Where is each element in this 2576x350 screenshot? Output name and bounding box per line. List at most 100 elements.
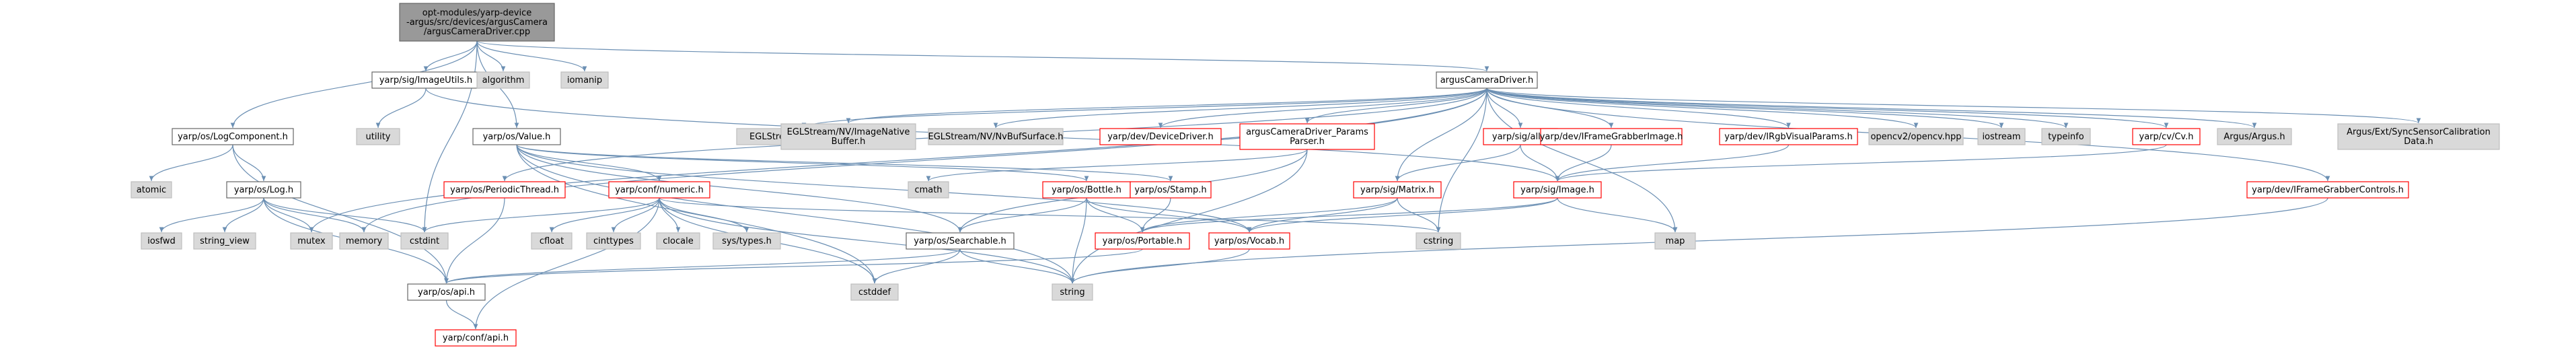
node-string_view: string_view: [193, 232, 256, 250]
node-box: [141, 232, 182, 250]
edge-matrix-to-cstring: [1397, 197, 1441, 233]
edge-log-to-cstdint: [263, 197, 427, 233]
edge-driverh-to-cstring: [1436, 88, 1487, 233]
node-label: yarp/os/Stamp.h: [1134, 185, 1206, 195]
node-box: [371, 71, 480, 89]
node-box: [1868, 128, 1964, 145]
node-label: yarp/os/LogComponent.h: [178, 132, 288, 142]
edge-driverh-to-matrix: [1395, 88, 1487, 182]
node-label: yarp/sig/all.h: [1492, 132, 1549, 142]
node-label: cinttypes: [593, 236, 634, 246]
node-driverh[interactable]: argusCameraDriver.h: [1436, 71, 1538, 89]
node-image[interactable]: yarp/sig/Image.h: [1513, 181, 1602, 199]
edge-periodicthread-to-api: [444, 197, 505, 284]
node-label: yarp/cv/Cv.h: [2139, 132, 2194, 142]
node-box: [712, 232, 781, 250]
edge-numeric-to-cfloat: [549, 197, 660, 233]
edge-imageutils-to-utility: [375, 88, 427, 129]
node-box: [1130, 181, 1212, 199]
node-box: [586, 232, 641, 250]
node-typeinfo: typeinfo: [2041, 128, 2091, 145]
node-cvh[interactable]: yarp/cv/Cv.h: [2132, 128, 2201, 145]
node-log[interactable]: yarp/os/Log.h: [226, 181, 301, 199]
node-api[interactable]: yarp/os/api.h: [407, 283, 486, 301]
node-label: yarp/conf/numeric.h: [615, 185, 704, 195]
node-label: Argus/Ext/SyncSensorCalibration: [2347, 127, 2491, 137]
edge-root-to-algorithm: [476, 40, 506, 72]
node-label: EGLStream/NV/ImageNative: [787, 127, 910, 137]
edge-bottle-to-string: [1070, 197, 1087, 284]
node-label: yarp/os/Log.h: [234, 185, 293, 195]
node-label: -argus/src/devices/argusCamera: [406, 18, 548, 28]
edge-value-to-numeric: [516, 144, 662, 182]
node-box: [2132, 128, 2201, 145]
node-bottle[interactable]: yarp/os/Bottle.h: [1042, 181, 1131, 199]
node-matrix[interactable]: yarp/sig/Matrix.h: [1353, 181, 1442, 199]
node-cstddef: cstddef: [850, 283, 899, 301]
node-label: iosfwd: [147, 236, 176, 246]
edge-root-to-driverh: [476, 40, 1489, 72]
edge-driverh-to-opencv: [1486, 88, 1919, 129]
node-box: [1513, 181, 1602, 199]
node-label: utility: [366, 132, 391, 142]
node-box: [1540, 128, 1683, 145]
node-stamp[interactable]: yarp/os/Stamp.h: [1130, 181, 1212, 199]
edge-driverh-to-sigall: [1486, 88, 1523, 129]
node-irgbvisual[interactable]: yarp/dev/IRgbVisualParams.h: [1719, 128, 1858, 145]
node-value[interactable]: yarp/os/Value.h: [472, 128, 561, 145]
edge-value-to-searchable: [516, 144, 963, 233]
edge-value-to-bottle: [516, 144, 1089, 182]
node-devicedriver[interactable]: yarp/dev/DeviceDriver.h: [1099, 128, 1222, 145]
node-box: [906, 232, 1015, 250]
node-label: mutex: [297, 236, 326, 246]
node-clocale: clocale: [656, 232, 700, 250]
node-iframegrabberimage[interactable]: yarp/dev/IFrameGrabberImage.h: [1540, 128, 1683, 145]
edge-searchable-to-cstddef: [872, 248, 961, 284]
edge-bottle-to-searchable: [957, 197, 1087, 233]
node-box: [476, 71, 530, 89]
edge-root-to-imageutils: [423, 40, 478, 72]
edge-driverh-to-iostream: [1486, 88, 2004, 129]
edge-matrix-to-vocab: [1247, 197, 1398, 233]
node-confapi[interactable]: yarp/conf/api.h: [435, 329, 517, 347]
node-numeric[interactable]: yarp/conf/numeric.h: [608, 181, 710, 199]
node-label: yarp/dev/DeviceDriver.h: [1107, 132, 1214, 142]
node-root[interactable]: opt-modules/yarp-device-argus/src/device…: [399, 3, 555, 42]
node-logcomponent[interactable]: yarp/os/LogComponent.h: [172, 128, 294, 145]
node-portable[interactable]: yarp/os/Portable.h: [1095, 232, 1190, 250]
edge-driverh-to-mutex: [309, 88, 1487, 233]
edge-searchable-to-string: [959, 248, 1075, 284]
edge-logcomponent-to-log: [232, 144, 266, 182]
node-label: map: [1666, 236, 1685, 246]
node-imageutils[interactable]: yarp/sig/ImageUtils.h: [371, 71, 480, 89]
node-box: [656, 232, 700, 250]
node-memory: memory: [339, 232, 389, 250]
node-box: [407, 283, 486, 301]
node-box: [1095, 232, 1190, 250]
node-label: cstddef: [858, 287, 891, 298]
node-box: [226, 181, 301, 199]
edge-driverh-to-eglnvbuf: [993, 88, 1487, 129]
node-iframegrabbercontrols[interactable]: yarp/dev/IFrameGrabberControls.h: [2246, 181, 2409, 199]
node-vocab[interactable]: yarp/os/Vocab.h: [1208, 232, 1290, 250]
node-cstring: cstring: [1415, 232, 1461, 250]
node-label: EGLStream/NV/NvBufSurface.h: [928, 132, 1064, 142]
node-box: [1415, 232, 1461, 250]
node-iosfwd: iosfwd: [141, 232, 182, 250]
edge-root-to-iomanip: [476, 40, 587, 72]
node-label: yarp/os/Vocab.h: [1214, 236, 1284, 246]
node-box: [1052, 283, 1093, 301]
edge-matrix-to-portable: [1140, 197, 1398, 233]
edge-numeric-to-cstring: [659, 197, 1441, 233]
node-label: Buffer.h: [832, 137, 866, 147]
node-algorithm: algorithm: [476, 71, 530, 89]
node-label: yarp/sig/Image.h: [1520, 185, 1594, 195]
node-box: [443, 181, 566, 199]
node-searchable[interactable]: yarp/os/Searchable.h: [906, 232, 1015, 250]
node-box: [531, 232, 573, 250]
node-periodicthread[interactable]: yarp/os/PeriodicThread.h: [443, 181, 566, 199]
